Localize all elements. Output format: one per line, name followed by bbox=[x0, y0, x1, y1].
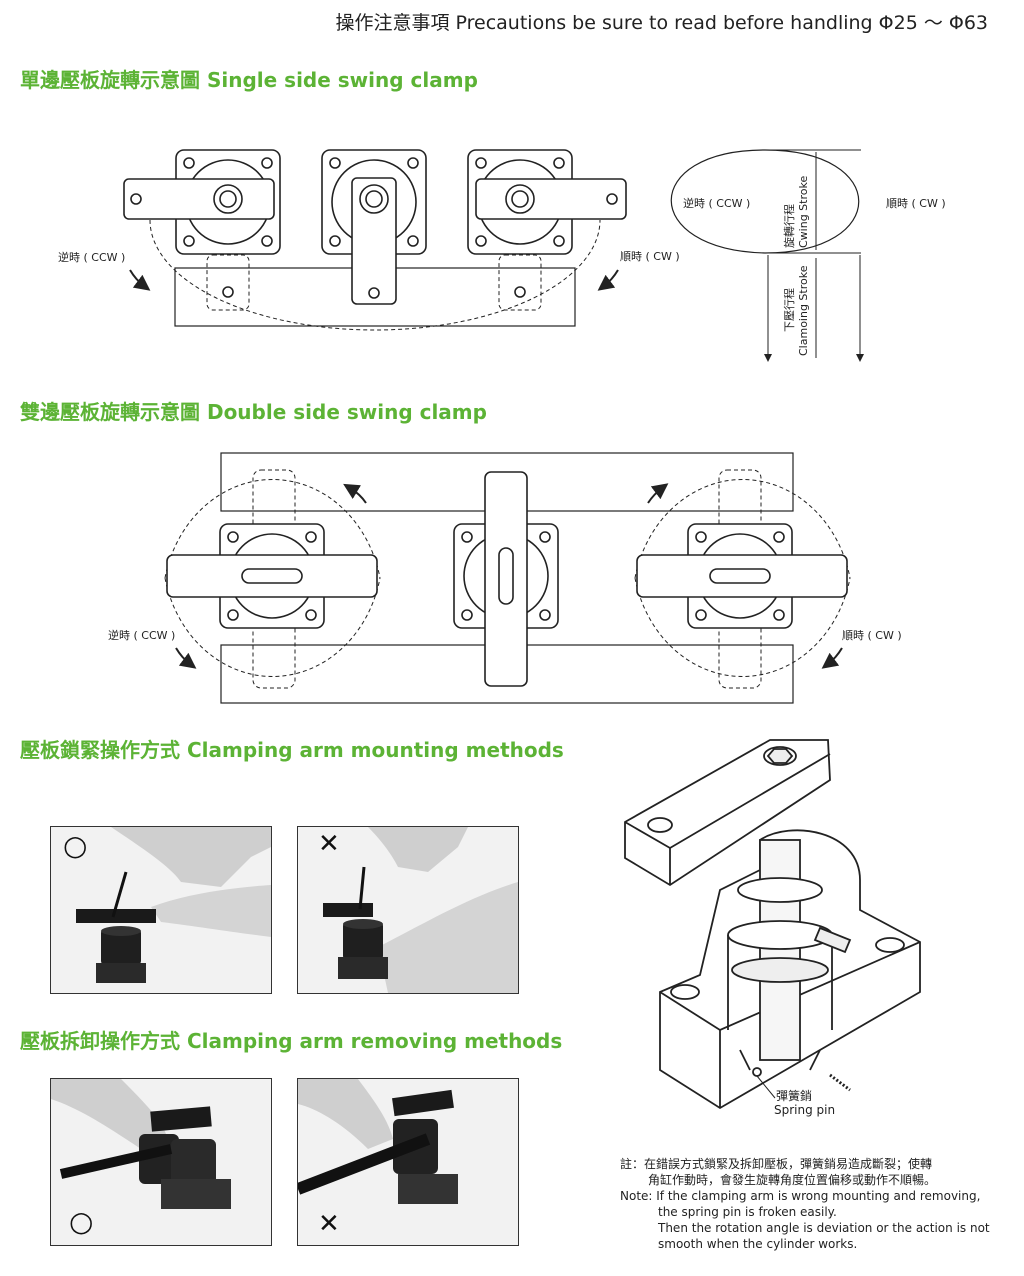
double-ccw-label: 逆時 ( CCW ) bbox=[108, 628, 175, 642]
section-title-removing: 壓板拆卸操作方式 Clamping arm removing methods bbox=[20, 1029, 563, 1053]
ellipse-ccw-label: 逆時 ( CCW ) bbox=[683, 196, 750, 210]
spring-pin-zh: 彈簧銷 bbox=[776, 1088, 812, 1103]
clamp-cutaway-illustration: 彈簧銷 Spring pin bbox=[624, 739, 921, 1117]
mounting-correct-photo: ○ bbox=[50, 826, 272, 994]
note-en-line1: Note: If the clamping arm is wrong mount… bbox=[620, 1189, 981, 1203]
section-title-mounting: 壓板鎖緊操作方式 Clamping arm mounting methods bbox=[20, 738, 564, 762]
note-en-line3: Then the rotation angle is deviation or … bbox=[658, 1221, 990, 1235]
spring-pin-en: Spring pin bbox=[774, 1103, 835, 1117]
page-header: 操作注意事項 Precautions be sure to read befor… bbox=[335, 12, 988, 34]
removing-correct-photo: ○ bbox=[50, 1078, 272, 1246]
note-block: 註：在錯誤方式鎖緊及拆卸壓板，彈簧銷易造成斷裂；使轉 角缸作動時，會發生旋轉角度… bbox=[620, 1156, 990, 1252]
section-title-single: 單邊壓板旋轉示意圖 Single side swing clamp bbox=[20, 68, 478, 92]
section-title-double: 雙邊壓板旋轉示意圖 Double side swing clamp bbox=[20, 400, 487, 424]
single-swing-diagram: 逆時 ( CCW ) 順時 ( CW ) 逆時 ( CCW ) 順時 ( CW … bbox=[58, 149, 946, 362]
clamp-stroke-zh: 下壓行程 bbox=[783, 288, 796, 332]
note-en-line4: smooth when the cylinder works. bbox=[658, 1237, 858, 1251]
mounting-wrong-photo: ✕ bbox=[297, 826, 519, 994]
note-zh-line2: 角缸作動時，會發生旋轉角度位置偏移或動作不順暢。 bbox=[648, 1173, 937, 1187]
removing-wrong-mark: ✕ bbox=[318, 1209, 340, 1239]
correct-mark: ○ bbox=[63, 829, 88, 862]
cw-label: 順時 ( CW ) bbox=[620, 250, 680, 263]
ccw-label: 逆時 ( CCW ) bbox=[58, 250, 125, 264]
removing-correct-mark: ○ bbox=[69, 1205, 94, 1238]
double-cw-label: 順時 ( CW ) bbox=[842, 629, 902, 642]
ellipse-cw-label: 順時 ( CW ) bbox=[886, 197, 946, 210]
swing-stroke-en: Cwing Stroke bbox=[797, 176, 810, 248]
note-en-line2: the spring pin is froken easily. bbox=[658, 1205, 837, 1219]
clamp-stroke-en: Clamoing Stroke bbox=[797, 265, 810, 356]
wrong-mark: ✕ bbox=[318, 829, 340, 859]
removing-wrong-photo: ✕ bbox=[297, 1078, 519, 1246]
swing-stroke-zh: 旋轉行程 bbox=[782, 204, 796, 248]
double-swing-diagram: 逆時 ( CCW ) 順時 ( CW ) bbox=[108, 452, 902, 704]
note-zh-line1: 註：在錯誤方式鎖緊及拆卸壓板，彈簧銷易造成斷裂；使轉 bbox=[620, 1157, 933, 1171]
